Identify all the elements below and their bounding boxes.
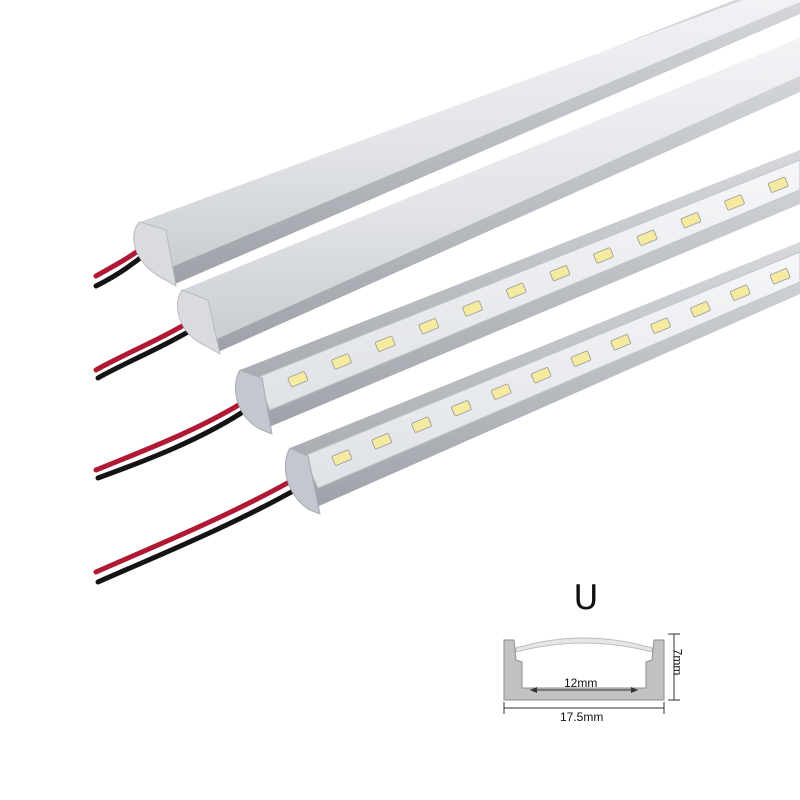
led-chip bbox=[418, 318, 439, 335]
led-chip bbox=[680, 212, 701, 229]
led-chip bbox=[570, 350, 592, 367]
led-chip bbox=[593, 247, 614, 264]
end-cap bbox=[284, 447, 321, 515]
led-bar-open-1 bbox=[93, 150, 800, 481]
led-bar-covered-1 bbox=[93, 0, 800, 289]
led-bar-covered-2 bbox=[93, 38, 800, 381]
wire-black bbox=[95, 323, 201, 381]
wire-black bbox=[95, 403, 255, 481]
profile-type-label: U bbox=[573, 578, 599, 618]
led-chip bbox=[690, 301, 711, 318]
wire-red bbox=[93, 315, 199, 373]
arrow-right bbox=[631, 687, 638, 693]
led-chip bbox=[371, 433, 392, 450]
led-chip bbox=[331, 353, 352, 370]
led-chip bbox=[768, 176, 789, 193]
led-chip bbox=[530, 367, 552, 384]
led-chip bbox=[287, 371, 308, 388]
led-bar-open-2 bbox=[93, 242, 800, 585]
profile-cross-section bbox=[503, 633, 680, 714]
profile-body bbox=[503, 639, 665, 701]
led-chip bbox=[331, 449, 353, 466]
pcb-strip bbox=[303, 251, 800, 489]
led-chip bbox=[375, 335, 396, 352]
diffuser-cover bbox=[140, 0, 800, 272]
led-chip bbox=[506, 282, 527, 299]
wire-black bbox=[95, 483, 305, 585]
led-chip bbox=[451, 400, 472, 417]
outer-width-label: 17.5mm bbox=[560, 710, 604, 724]
led-chip bbox=[549, 265, 570, 282]
led-chip bbox=[610, 334, 631, 351]
end-cap bbox=[234, 369, 273, 435]
wire-red bbox=[93, 395, 253, 473]
end-cap bbox=[177, 289, 221, 355]
inner-width-label: 12mm bbox=[564, 676, 598, 690]
led-chip bbox=[411, 416, 432, 433]
led-chip bbox=[724, 194, 745, 211]
led-chip bbox=[650, 317, 671, 334]
led-chip bbox=[730, 284, 751, 301]
led-chip bbox=[462, 300, 483, 317]
led-chip bbox=[637, 229, 658, 246]
led-chip bbox=[491, 383, 512, 400]
diffuser-cover bbox=[182, 38, 800, 344]
end-cap bbox=[133, 221, 177, 287]
aluminum-rail bbox=[150, 0, 800, 284]
led-chip bbox=[769, 268, 791, 285]
profile-diffuser-arc bbox=[515, 637, 653, 653]
height-label: 7mm bbox=[670, 648, 685, 676]
wire-red bbox=[93, 473, 303, 575]
arrow-left bbox=[530, 687, 537, 693]
